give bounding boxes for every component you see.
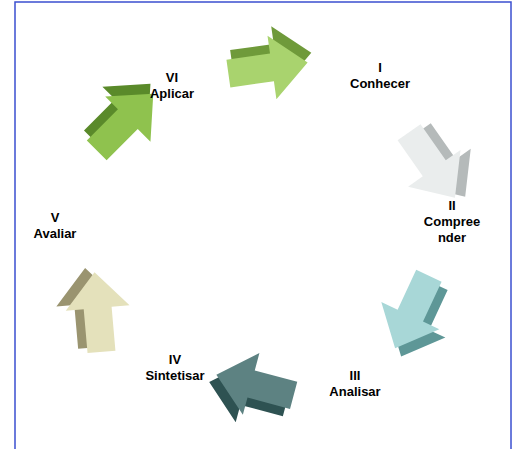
- stage-number: II: [421, 198, 483, 214]
- stage-name: Analisar: [315, 384, 395, 400]
- block-arrow: [53, 264, 133, 355]
- stage-number: I: [340, 60, 420, 76]
- stage-label: IConhecer: [340, 60, 420, 92]
- stage-number: III: [315, 368, 395, 384]
- stage-label: IICompreender: [421, 198, 483, 246]
- block-arrow: [68, 61, 180, 173]
- stage-label: VIAplicar: [132, 70, 212, 102]
- stage-name: Aplicar: [132, 86, 212, 102]
- stage-name: Conhecer: [340, 76, 420, 92]
- stage-name: Compreender: [422, 214, 482, 246]
- block-arrow: [223, 21, 317, 105]
- block-arrow: [201, 342, 302, 435]
- block-arrow: [364, 262, 466, 370]
- frame: [15, 2, 511, 449]
- stage-name: Avaliar: [15, 226, 95, 242]
- stage-number: V: [15, 210, 95, 226]
- stage-label: IVSintetisar: [130, 352, 220, 384]
- stage-label: IIIAnalisar: [315, 368, 395, 400]
- block-arrow: [383, 109, 492, 220]
- stage-name: Sintetisar: [130, 368, 220, 384]
- stage-number: VI: [132, 70, 212, 86]
- stage-number: IV: [130, 352, 220, 368]
- stage-label: VAvaliar: [15, 210, 95, 242]
